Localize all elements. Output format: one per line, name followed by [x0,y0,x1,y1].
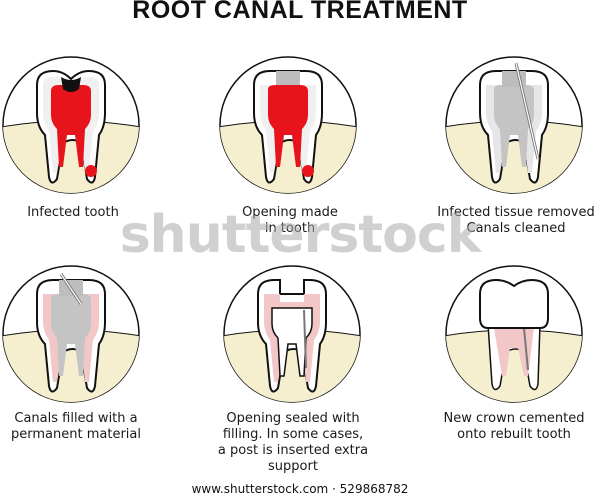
page-title: ROOT CANAL TREATMENT [132,0,468,24]
new-crown-illustration [445,265,583,403]
footer-credit: www.shutterstock.com · 529868782 [191,482,409,496]
opening-sealed-illustration [223,265,361,403]
caption-line: permanent material [11,427,141,442]
step-caption: Infected tooth [0,205,173,221]
caption-line: in tooth [264,221,316,236]
caption-line: a post is inserted extra [217,443,369,458]
caption-line: filling. In some cases, [222,427,364,442]
infected-tooth-illustration [2,56,140,194]
caption-line: Opening sealed with [226,411,360,426]
caption-line: Infected tooth [27,205,119,220]
step-caption: New crown cemented onto rebuilt tooth [414,411,600,443]
caption-line: New crown cemented [443,411,585,426]
step-caption: Infected tissue removed Canals cleaned [416,205,600,237]
step-caption: Opening sealed with filling. In some cas… [193,411,393,475]
canals-filled-illustration [2,265,140,403]
caption-line: Canals cleaned [466,221,566,236]
caption-line: Infected tissue removed [437,205,595,220]
caption-line: Canals filled with a [14,411,138,426]
step-caption: Canals filled with a permanent material [0,411,176,443]
opening-made-illustration [219,56,357,194]
caption-line: Opening made [242,205,338,220]
step-caption: Opening made in tooth [190,205,390,237]
caption-line: onto rebuilt tooth [457,427,571,442]
caption-line: support [268,459,318,474]
tissue-removed-illustration [445,56,583,194]
